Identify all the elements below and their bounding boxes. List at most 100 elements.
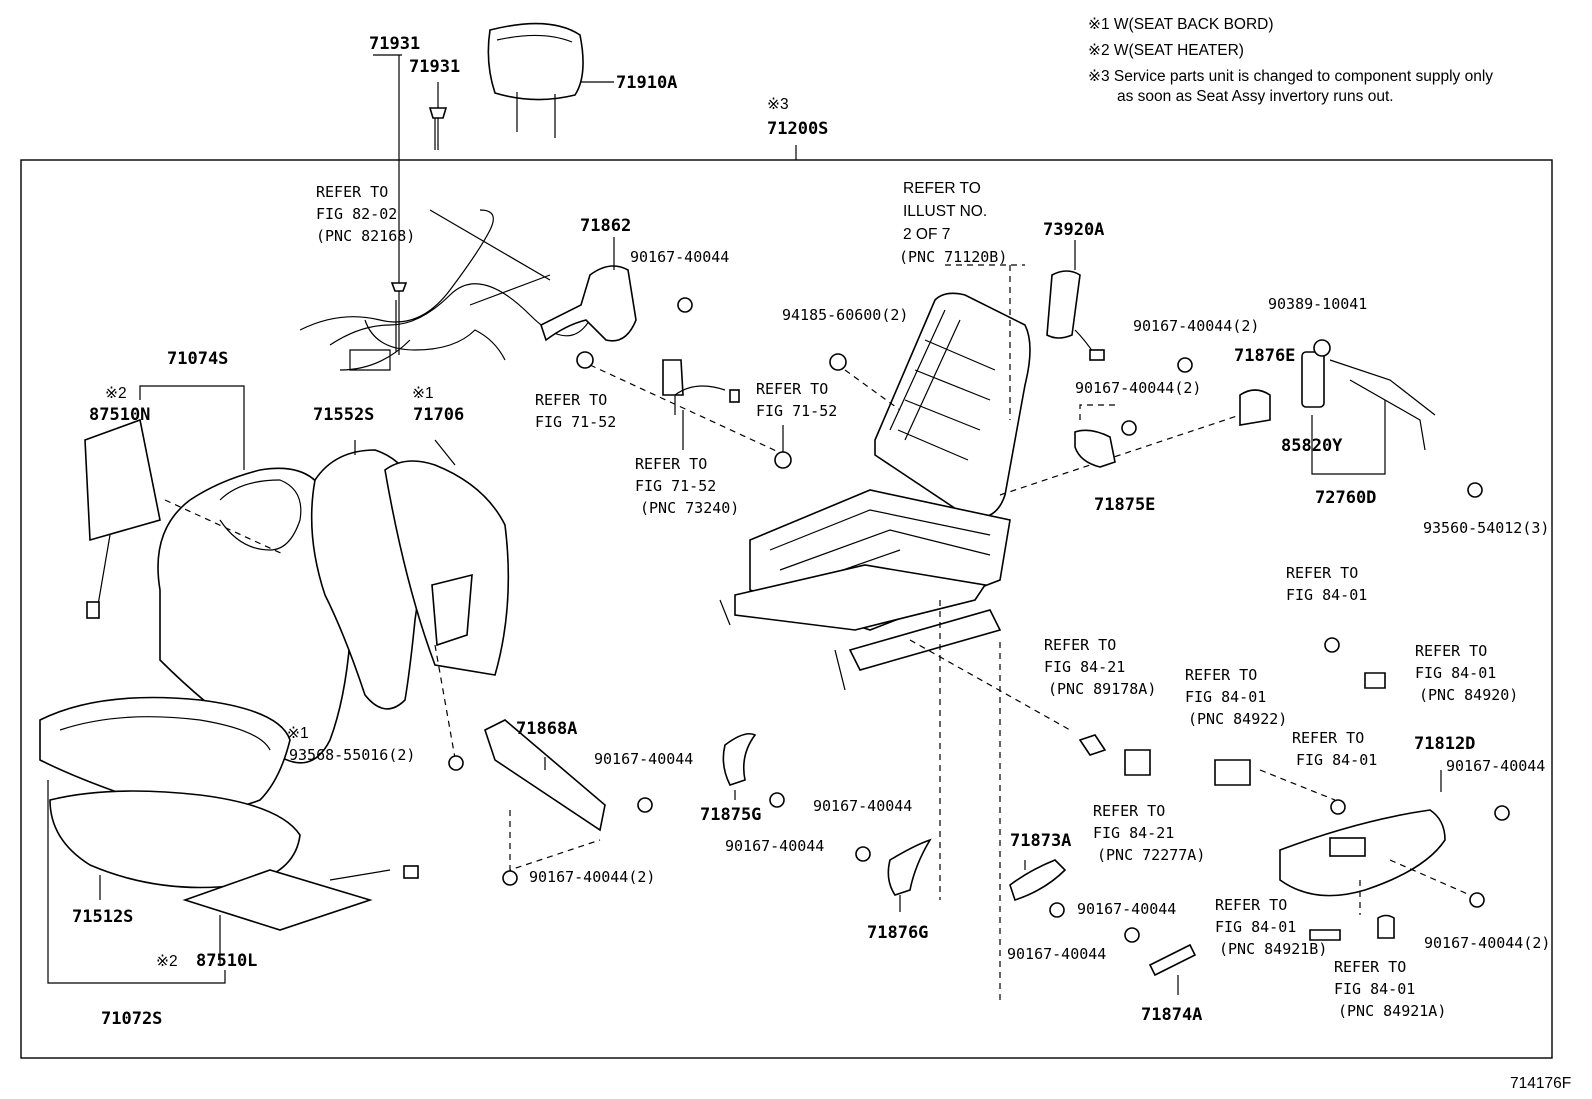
label-ref8401b-1[interactable]: REFER TO: [1292, 729, 1364, 747]
label-87510L[interactable]: 87510L: [196, 951, 257, 971]
label-90167-right[interactable]: 90167-40044: [1446, 757, 1545, 775]
label-90167-top[interactable]: 90167-40044: [630, 248, 729, 266]
bracket-71072S: [47, 780, 226, 984]
label-ref84922-1[interactable]: REFER TO: [1185, 666, 1257, 684]
label-90167-2b[interactable]: 90167-40044(2): [1075, 379, 1201, 397]
side-airbag-73920A[interactable]: [1046, 240, 1105, 361]
label-90167-876[interactable]: 90167-40044: [813, 797, 912, 815]
label-ref84921A-2[interactable]: FIG 84-01: [1334, 980, 1415, 998]
label-85820Y[interactable]: 85820Y: [1281, 436, 1343, 456]
label-71876G[interactable]: 71876G: [867, 923, 928, 943]
label-71812D[interactable]: 71812D: [1414, 734, 1475, 754]
label-ref7152b-2[interactable]: FIG 71-52: [756, 402, 837, 420]
label-71200S[interactable]: 71200S: [767, 119, 828, 139]
label-ref-illust-1[interactable]: REFER TO: [903, 180, 981, 197]
cover-71876G[interactable]: [855, 838, 932, 912]
label-ref-illust-3[interactable]: 2 OF 7: [903, 226, 950, 243]
label-93568[interactable]: 93568-55016(2): [289, 746, 415, 764]
label-ref84921A-1[interactable]: REFER TO: [1334, 958, 1406, 976]
label-90167-2d[interactable]: 90167-40044(2): [1424, 934, 1550, 952]
knobs[interactable]: [1309, 914, 1395, 941]
seat-heater-87510L[interactable]: [182, 865, 419, 965]
label-90167-g[interactable]: 90167-40044: [725, 837, 824, 855]
seat-belt-buckle[interactable]: [662, 359, 792, 469]
label-ref84921B-3[interactable]: (PNC 84921B): [1219, 940, 1327, 958]
label-87510N[interactable]: 87510N: [89, 405, 150, 425]
shield-71868A[interactable]: [484, 719, 653, 886]
label-ref89178A-3[interactable]: (PNC 89178A): [1048, 680, 1156, 698]
label-ref84922-2[interactable]: FIG 84-01: [1185, 688, 1266, 706]
label-ref7152a-1[interactable]: REFER TO: [535, 391, 607, 409]
label-71868A[interactable]: 71868A: [516, 719, 577, 739]
label-ref-harness-3[interactable]: (PNC 82168): [316, 227, 415, 245]
label-71074S[interactable]: 71074S: [167, 349, 228, 369]
label-ref84921A-3[interactable]: (PNC 84921A): [1338, 1002, 1446, 1020]
label-90167-2c[interactable]: 90167-40044(2): [529, 868, 655, 886]
label-ref-harness-2[interactable]: FIG 82-02: [316, 205, 397, 223]
label-71512S[interactable]: 71512S: [72, 907, 133, 927]
label-71876E[interactable]: 71876E: [1234, 346, 1295, 366]
label-90167-874[interactable]: 90167-40044: [1007, 945, 1106, 963]
label-90167-mid1[interactable]: 90167-40044: [594, 750, 693, 768]
label-71875G[interactable]: 71875G: [700, 805, 761, 825]
label-ref73240-3[interactable]: (PNC 73240): [640, 499, 739, 517]
label-ref84921B-1[interactable]: REFER TO: [1215, 896, 1287, 914]
label-90167-2a[interactable]: 90167-40044(2): [1133, 317, 1259, 335]
label-ref73240-2[interactable]: FIG 71-52: [635, 477, 716, 495]
label-ref7152a-2[interactable]: FIG 71-52: [535, 413, 616, 431]
label-ref72277A-2[interactable]: FIG 84-21: [1093, 824, 1174, 842]
label-ref84920-2[interactable]: FIG 84-01: [1415, 664, 1496, 682]
label-ref84921B-2[interactable]: FIG 84-01: [1215, 918, 1296, 936]
label-71873A[interactable]: 71873A: [1010, 831, 1071, 851]
label-ref84920-1[interactable]: REFER TO: [1415, 642, 1487, 660]
label-73920A[interactable]: 73920A: [1043, 220, 1104, 240]
label-ref-harness-1[interactable]: REFER TO: [316, 183, 388, 201]
label-71874A[interactable]: 71874A: [1141, 1005, 1202, 1025]
label-mark1a: ※1: [412, 385, 434, 402]
label-90167-873[interactable]: 90167-40044: [1077, 900, 1176, 918]
label-ref7152b-1[interactable]: REFER TO: [756, 380, 828, 398]
note-1: ※1 W(SEAT BACK BORD): [1088, 16, 1274, 33]
label-ref8401b-2[interactable]: FIG 84-01: [1296, 751, 1377, 769]
seat-frame-drawing[interactable]: [719, 264, 1271, 900]
label-ref84920-3[interactable]: (PNC 84920): [1419, 686, 1518, 704]
label-72760D[interactable]: 72760D: [1315, 488, 1376, 508]
label-71931a[interactable]: 71931: [369, 34, 420, 54]
bracket-71873A[interactable]: [1009, 859, 1140, 943]
seatback-board-71706[interactable]: [384, 439, 510, 771]
recliner-right-parts[interactable]: [1074, 339, 1483, 498]
label-ref-illust-4[interactable]: (PNC 71120B): [899, 248, 1007, 266]
label-ref72277A-1[interactable]: REFER TO: [1093, 802, 1165, 820]
assembly-frame: [20, 159, 1553, 1059]
side-shield-71812D[interactable]: [1279, 770, 1510, 915]
label-ref-illust-2[interactable]: ILLUST NO.: [903, 203, 987, 220]
label-ref8401a-2[interactable]: FIG 84-01: [1286, 586, 1367, 604]
label-94185[interactable]: 94185-60600(2): [782, 306, 908, 324]
seat-heater-87510N[interactable]: [84, 418, 286, 619]
recliner-cover-71862[interactable]: [540, 237, 786, 456]
label-71875E[interactable]: 71875E: [1094, 495, 1155, 515]
label-71910A[interactable]: 71910A: [616, 73, 677, 93]
switch-connectors[interactable]: [1078, 637, 1386, 815]
label-ref8401a-1[interactable]: REFER TO: [1286, 564, 1358, 582]
label-ref89178A-1[interactable]: REFER TO: [1044, 636, 1116, 654]
label-71552S[interactable]: 71552S: [313, 405, 374, 425]
label-71072S[interactable]: 71072S: [101, 1009, 162, 1029]
seat-cushion-pad-71512S[interactable]: [49, 790, 301, 900]
label-ref72277A-3[interactable]: (PNC 72277A): [1097, 846, 1205, 864]
bracket-71874A[interactable]: [999, 640, 1197, 1000]
headrest-drawing[interactable]: [487, 22, 614, 138]
label-71706[interactable]: 71706: [413, 405, 464, 425]
label-71862[interactable]: 71862: [580, 216, 631, 236]
label-ref73240-1[interactable]: REFER TO: [635, 455, 707, 473]
note-3: ※3 Service parts unit is changed to comp…: [1088, 68, 1493, 85]
headrest-guide-pins[interactable]: [373, 54, 448, 355]
label-71931b[interactable]: 71931: [409, 57, 460, 77]
label-93560[interactable]: 93560-54012(3): [1423, 519, 1549, 537]
seat-wire-harness[interactable]: [299, 209, 601, 371]
label-90389[interactable]: 90389-10041: [1268, 295, 1367, 313]
cover-71875G[interactable]: [722, 732, 785, 808]
label-ref84922-3[interactable]: (PNC 84922): [1188, 710, 1287, 728]
label-ref89178A-2[interactable]: FIG 84-21: [1044, 658, 1125, 676]
